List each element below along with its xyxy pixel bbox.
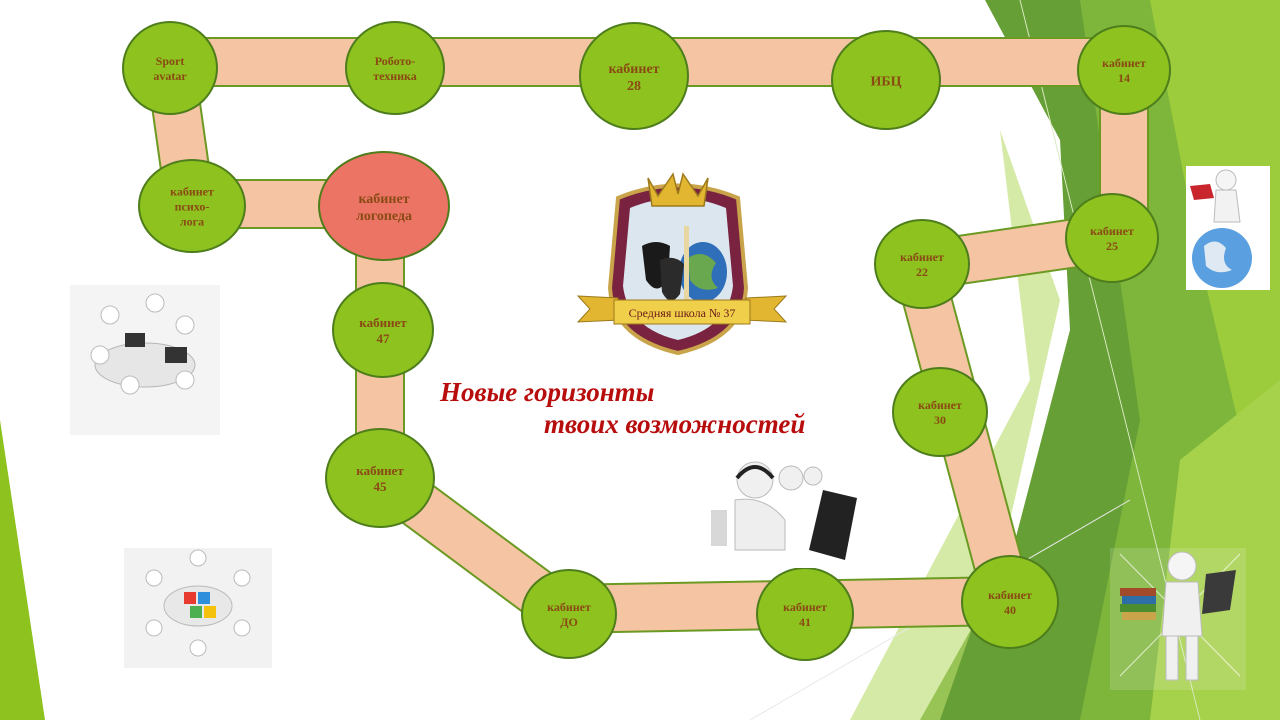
route-node-circle — [122, 21, 218, 115]
route-node-label: кабинет — [547, 600, 591, 614]
meeting-table-illustration — [70, 285, 220, 435]
slogan-line-2: твоих возможностей — [544, 409, 806, 439]
route-node-label: ДО — [560, 615, 578, 629]
laptop-man-illustration — [1110, 548, 1246, 690]
book-icon — [1190, 184, 1214, 200]
route-node-label: 40 — [1004, 603, 1016, 617]
route-node-label: кабинет — [608, 62, 659, 77]
puzzle-team-illustration — [124, 548, 272, 668]
route-node-circle — [138, 159, 246, 253]
route-node-label: кабинет — [358, 192, 409, 207]
route-node-label: 41 — [799, 615, 811, 629]
route-node-label: кабинет — [170, 185, 214, 199]
route-node-circle — [579, 22, 689, 130]
route-node-label: 47 — [377, 331, 391, 346]
route-node-circle — [1065, 193, 1159, 283]
route-node-label: кабинет — [1090, 224, 1134, 238]
route-node-circle — [831, 30, 941, 130]
route-node-label: логопеда — [356, 209, 412, 224]
reader-on-globe-illustration — [1186, 166, 1270, 290]
route-node-label: avatar — [153, 69, 187, 83]
route-node-label: ИБЦ — [870, 75, 901, 90]
route-node-circle — [318, 151, 450, 261]
route-node-label: техника — [373, 69, 417, 83]
route-node-label: кабинет — [918, 398, 962, 412]
route-node-label: лога — [180, 215, 204, 229]
crown-icon — [647, 172, 709, 207]
laptop-icon — [1202, 570, 1236, 614]
route-node-label: 30 — [934, 413, 946, 427]
route-node-robo: Робото-техника — [345, 21, 445, 115]
route-node-label: 28 — [627, 79, 641, 94]
emblem-text: Средняя школа № 37 — [629, 306, 736, 320]
route-node-circle — [892, 367, 988, 457]
route-node-label: 22 — [916, 265, 928, 279]
route-node-cab28: кабинет 28 — [579, 22, 689, 130]
route-node-label: психо- — [175, 200, 210, 214]
route-node-circle — [961, 555, 1059, 649]
operators-illustration — [705, 450, 863, 568]
route-node-label: 45 — [374, 479, 388, 494]
route-node-label: кабинет — [356, 463, 404, 478]
route-node-label: Робото- — [375, 54, 415, 68]
route-node-label: кабинет — [988, 588, 1032, 602]
route-node-ibc: ИБЦ — [831, 30, 941, 130]
route-node-circle — [521, 569, 617, 659]
route-node-circle — [874, 219, 970, 309]
route-node-circle — [325, 428, 435, 528]
route-node-circle — [345, 21, 445, 115]
route-node-label: Sport — [156, 54, 185, 68]
route-node-label: кабинет — [359, 315, 407, 330]
route-node-circle — [756, 567, 854, 661]
school-emblem: Средняя школа № 37 — [576, 172, 788, 356]
route-node-label: 14 — [1118, 71, 1130, 85]
route-node-label: 25 — [1106, 239, 1118, 253]
route-node-circle — [332, 282, 434, 378]
route-node-circle — [1077, 25, 1171, 115]
slogan: Новые горизонты твоих возможностей — [440, 376, 900, 440]
route-node-label: кабинет — [900, 250, 944, 264]
route-node-label: кабинет — [783, 600, 827, 614]
route-node-logoped: кабинет логопеда — [318, 151, 450, 261]
slogan-line-1: Новые горизонты — [440, 377, 655, 407]
route-node-label: кабинет — [1102, 56, 1146, 70]
